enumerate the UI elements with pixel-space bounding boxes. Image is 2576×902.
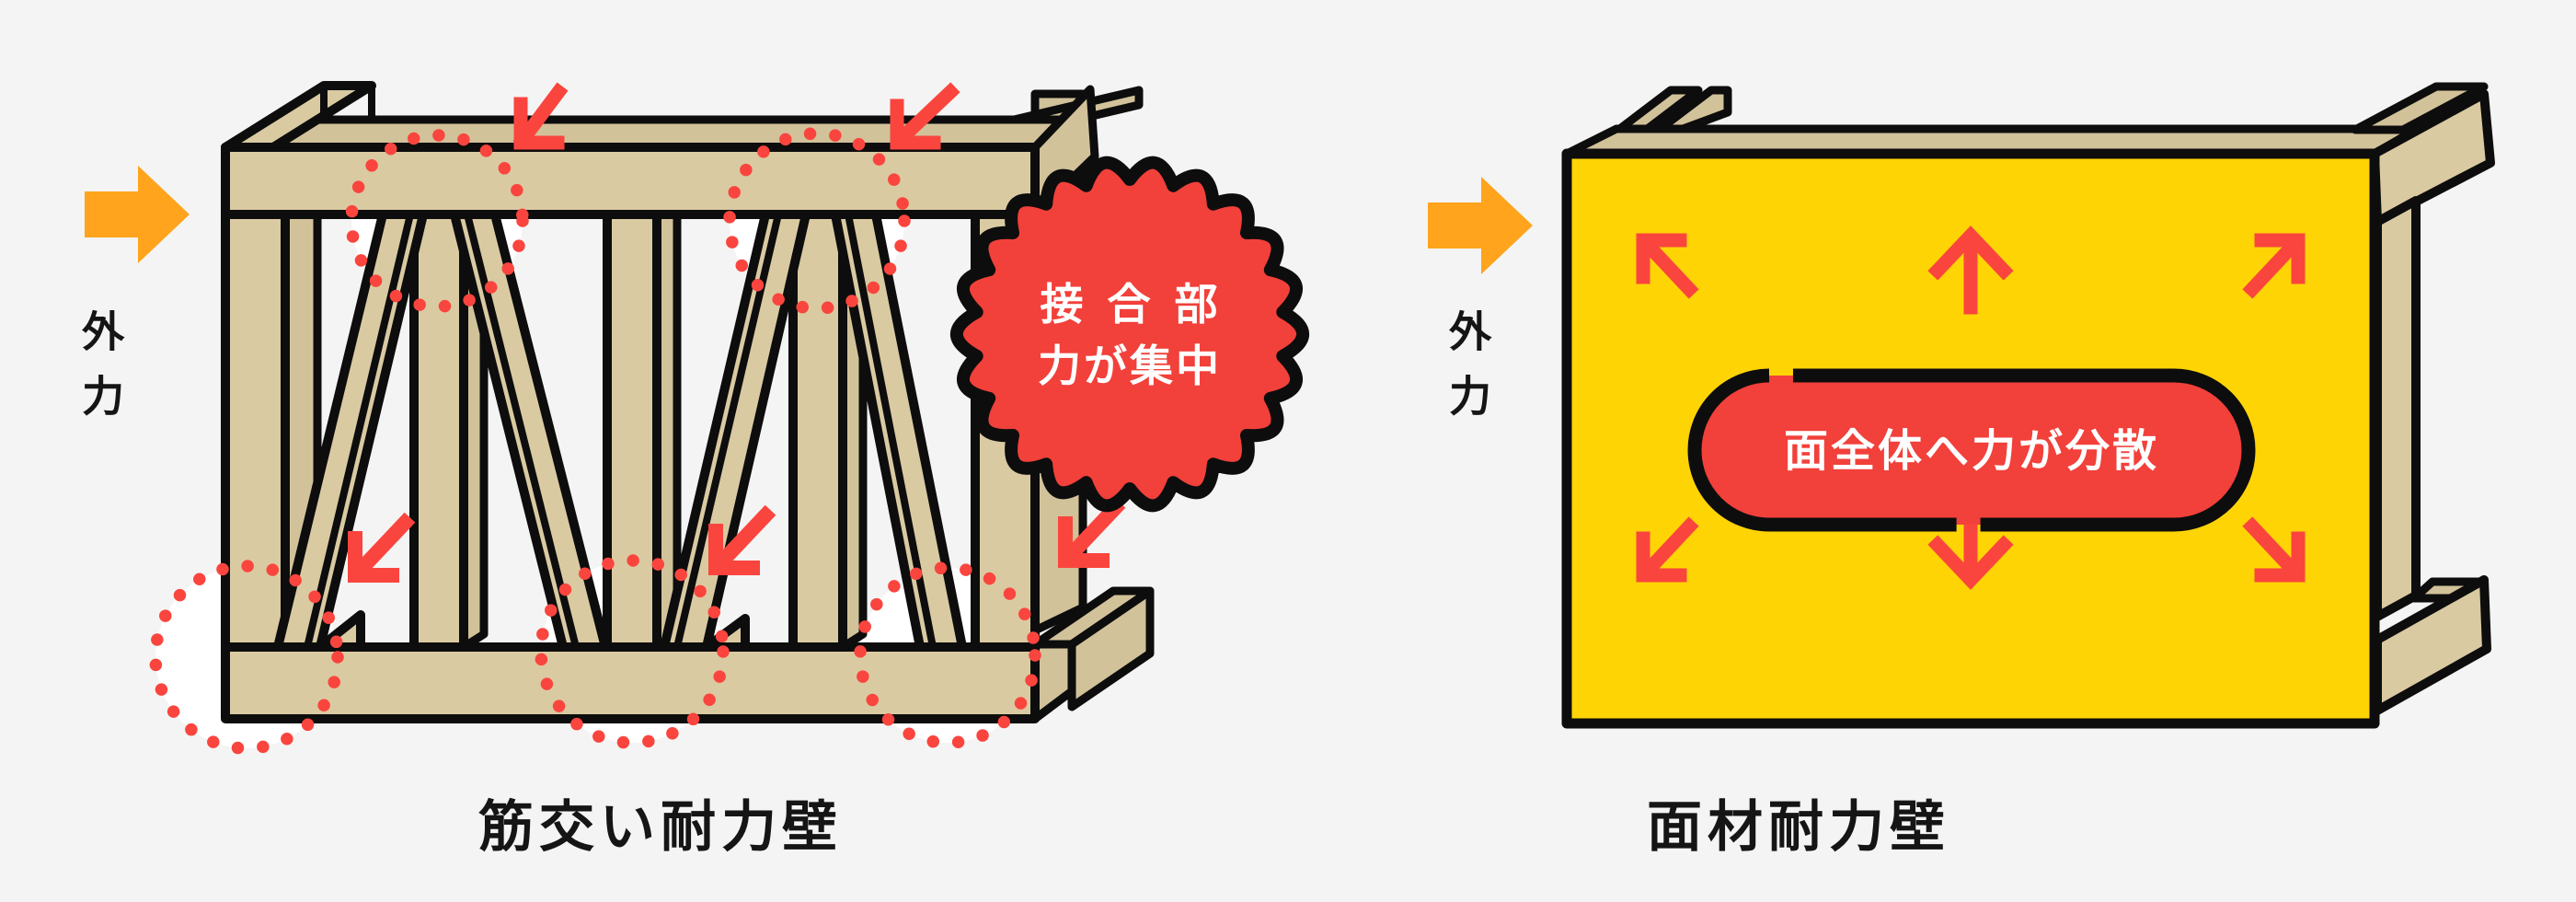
badge-text-line2: 力が集中 <box>1038 341 1222 390</box>
joint-circles <box>149 127 1041 755</box>
caption-braced-wall: 筋交い耐力壁 <box>478 796 843 858</box>
stud-bay1 <box>409 210 468 652</box>
top-beam <box>221 143 1040 219</box>
burst-badge-shape <box>949 156 1310 513</box>
bottom-sill-end-face <box>1067 586 1155 711</box>
down-left-arrow-icon <box>1636 516 1699 583</box>
joint-circle-bottom-left <box>149 560 344 755</box>
up-left-arrow-icon <box>1636 233 1699 299</box>
brace-edge-line <box>673 214 782 648</box>
up-arrow-icon <box>1927 226 2014 315</box>
badge-text-line1: 接合部 <box>1041 280 1242 329</box>
joint-circle-top-left <box>345 129 529 313</box>
stud-divider <box>603 210 661 652</box>
external-force-label-right: 外力 <box>1443 309 1491 438</box>
external-force-arrow-icon <box>85 166 190 263</box>
joint-circle-bottom-right <box>854 561 1041 749</box>
external-force-label-left: 外力 <box>76 309 124 438</box>
left-post <box>221 210 290 652</box>
down-left-arrow-icon <box>512 82 569 150</box>
dispersion-pill-shape <box>1687 368 2256 532</box>
bottom-beam <box>221 642 1040 723</box>
up-right-arrow-icon <box>2242 233 2306 299</box>
external-force-arrow-icon <box>1428 177 1533 274</box>
braced-wall-figure: 接合部 力が集中 <box>85 81 1310 755</box>
brace-edge-line <box>304 214 414 648</box>
panel-wall-figure: 面全体へ力が分散 <box>1428 82 2495 729</box>
force-arrows-left-figure <box>347 82 1126 584</box>
right-beam-top-face <box>2351 82 2489 134</box>
stud-bay2 <box>788 210 847 652</box>
joint-circle-bottom-center <box>535 554 730 749</box>
dispersion-pill-text: 面全体へ力が分散 <box>1784 427 2159 476</box>
caption-panel-wall: 面材耐力壁 <box>1647 796 1950 858</box>
joint-circle-top-right <box>723 127 911 315</box>
brace-leg <box>660 210 811 652</box>
down-left-arrow-icon <box>707 504 776 576</box>
down-left-arrow-icon <box>347 512 416 584</box>
down-right-arrow-icon <box>2242 516 2306 583</box>
right-back-post <box>2373 196 2421 621</box>
down-left-arrow-icon <box>1057 497 1126 569</box>
down-left-arrow-icon <box>890 82 960 150</box>
